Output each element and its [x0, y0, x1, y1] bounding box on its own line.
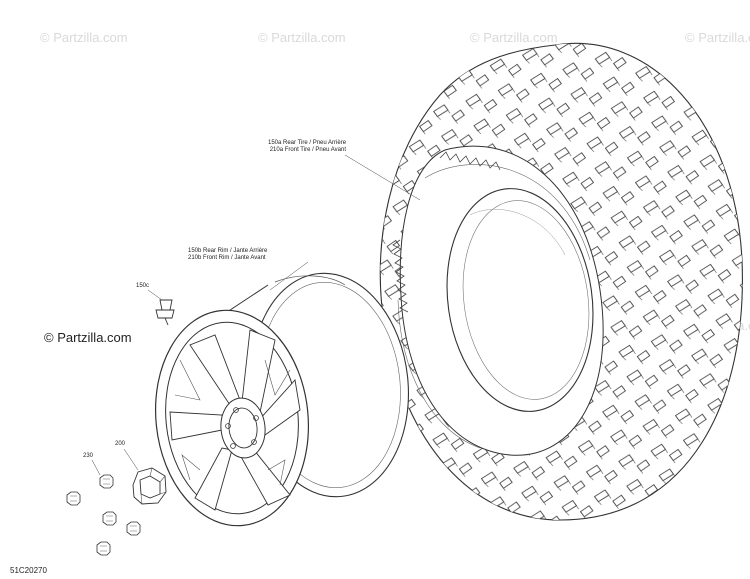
- valve-stem: [155, 299, 175, 326]
- callout-lug-nut: 230: [83, 453, 94, 459]
- callout-tire-front: 210a Front Tire / Pneu Avant: [269, 147, 346, 153]
- callout-center-cap: 200: [115, 441, 126, 447]
- watermark-top-2: © Partzilla.com: [258, 30, 346, 45]
- callout-tire: 150a Rear Tire / Pneu Arrière 210a Front…: [268, 140, 346, 154]
- center-cap: [132, 467, 167, 505]
- callout-rim-rear: 150b Rear Rim / Jante Arrière: [188, 248, 268, 254]
- callout-rim: 150b Rear Rim / Jante Arrière 210b Front…: [188, 248, 267, 262]
- watermark-top-1: © Partzilla.com: [40, 30, 128, 45]
- tire: [379, 42, 743, 521]
- diagram-code: 51C20270: [10, 566, 47, 575]
- watermark-top-4: © Partzilla.com: [685, 30, 750, 45]
- callout-rim-front: 210b Front Rim / Jante Avant: [188, 255, 266, 261]
- watermark-top-3: © Partzilla.com: [470, 30, 558, 45]
- rim: [154, 272, 410, 527]
- lug-nuts: [66, 474, 141, 556]
- leader-lines: [91, 154, 421, 476]
- callout-tire-rear: 150a Rear Tire / Pneu Arrière: [268, 140, 347, 146]
- callout-valve-stem: 150c: [136, 283, 150, 289]
- watermark-main: © Partzilla.com: [44, 330, 132, 345]
